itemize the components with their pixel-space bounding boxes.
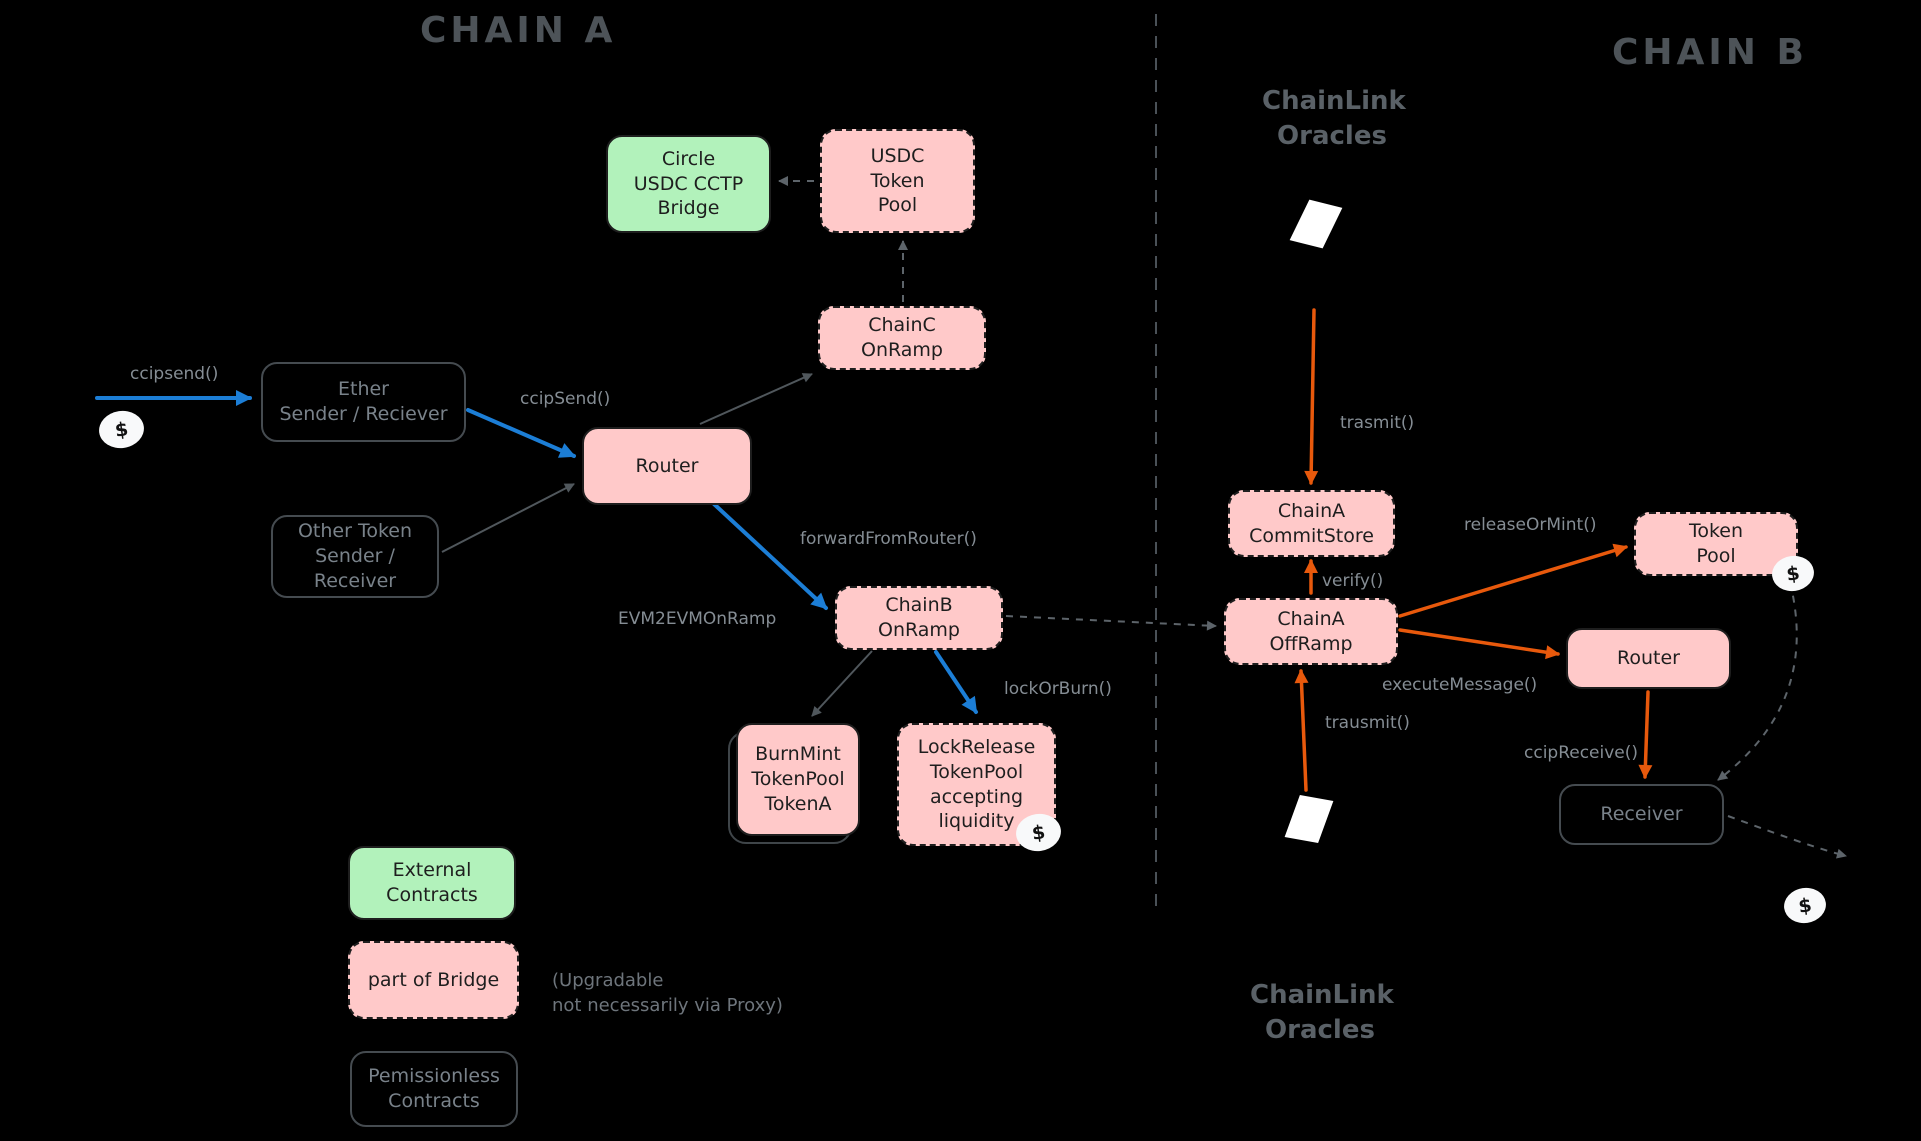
- node-label: Ether Sender / Reciever: [279, 378, 448, 425]
- legend-external-contracts: External Contracts: [348, 846, 516, 920]
- arrow-router-to-chainb-onramp: [712, 502, 828, 610]
- node-chaina-commitstore: ChainA CommitStore: [1228, 490, 1395, 557]
- label-ccipsend-user: ccipsend(): [130, 364, 219, 384]
- legend-part-of-bridge: part of Bridge: [348, 941, 519, 1019]
- arrow-offramp-to-router-b: [1398, 628, 1560, 660]
- label-ccipsend-router: ccipSend(): [520, 389, 611, 409]
- arrow-sender-to-router: [466, 408, 576, 458]
- label-evm2evm-onramp: EVM2EVMOnRamp: [618, 609, 777, 629]
- node-circle-usdc-cctp-bridge: Circle USDC CCTP Bridge: [606, 135, 771, 233]
- node-label: Router: [635, 454, 699, 477]
- node-label: ChainB OnRamp: [878, 594, 960, 641]
- arrow-receiver-to-coin: [1727, 815, 1847, 859]
- oracle-node-icon-bottom: [1284, 795, 1334, 843]
- node-router-a: Router: [582, 427, 752, 505]
- arrow-oracle-to-commitstore: [1304, 308, 1319, 485]
- arrow-token-pool-to-receiver: [1717, 581, 1798, 781]
- node-label: BurnMint TokenPool TokenA: [751, 743, 845, 815]
- node-label: ChainA OffRamp: [1269, 607, 1353, 655]
- node-label: USDC Token Pool: [870, 144, 925, 217]
- node-burnmint-tokenpool: BurnMint TokenPool TokenA: [736, 723, 860, 836]
- node-other-token-sender: Other Token Sender / Receiver: [271, 515, 439, 598]
- arrow-router-to-chainc-onramp: [699, 373, 813, 425]
- label-release-or-mint: releaseOrMint(): [1464, 515, 1597, 535]
- node-label: ChainA CommitStore: [1249, 499, 1374, 547]
- node-usdc-token-pool: USDC Token Pool: [820, 129, 975, 233]
- node-label: Receiver: [1600, 803, 1683, 826]
- node-label: Other Token Sender / Receiver: [297, 520, 413, 592]
- arrow-chainb-onramp-to-chaina-offramp: [1005, 615, 1217, 631]
- legend-label: External Contracts: [386, 859, 478, 906]
- node-label: Router: [1617, 647, 1680, 670]
- chain-a-title: CHAIN A: [420, 10, 617, 51]
- arrow-other-sender-to-router: [441, 483, 575, 553]
- node-router-b: Router: [1566, 628, 1731, 689]
- node-label: ChainC OnRamp: [861, 314, 943, 361]
- chainlink-oracles-top-label: ChainLink Oracles: [1262, 86, 1406, 152]
- label-lock-or-burn: lockOrBurn(): [1004, 679, 1112, 699]
- node-chainc-onramp: ChainC OnRamp: [818, 306, 986, 370]
- node-label: LockRelease TokenPool accepting liquidit…: [917, 736, 1036, 833]
- coin-user: $: [96, 408, 147, 451]
- label-forward-from-router: forwardFromRouter(): [800, 529, 977, 549]
- label-ccip-receive: ccipReceive(): [1524, 743, 1639, 763]
- label-execute-message: executeMessage(): [1382, 675, 1538, 695]
- oracle-node-icon-top: [1289, 199, 1343, 249]
- node-label: Circle USDC CCTP Bridge: [633, 147, 744, 220]
- legend-label: part of Bridge: [367, 968, 500, 991]
- legend-label: Pemissionless Contracts: [368, 1065, 500, 1112]
- node-chaina-offramp: ChainA OffRamp: [1224, 598, 1398, 665]
- arrow-chainb-onramp-to-lockrelease: [934, 650, 978, 714]
- chain-b-title: CHAIN B: [1612, 32, 1808, 73]
- upgradable-note: (Upgradable not necessarily via Proxy): [552, 970, 783, 1017]
- node-label: Token Pool: [1688, 520, 1744, 567]
- arrow-chainb-onramp-to-burnmint: [811, 650, 873, 717]
- node-ether-sender-receiver: Ether Sender / Reciever: [261, 362, 466, 442]
- node-receiver-b: Receiver: [1559, 784, 1724, 845]
- arrow-router-b-to-receiver: [1638, 690, 1653, 779]
- label-verify: verify(): [1322, 571, 1384, 591]
- arrow-offramp-to-token-pool: [1398, 543, 1628, 618]
- legend-permissionless-contracts: Pemissionless Contracts: [350, 1051, 518, 1127]
- label-transmit-bottom: trausmit(): [1325, 713, 1410, 733]
- node-chainb-onramp: ChainB OnRamp: [835, 586, 1003, 650]
- arrow-oracle-to-offramp: [1294, 669, 1309, 792]
- chainlink-oracles-bottom-label: ChainLink Oracles: [1250, 980, 1394, 1046]
- coin-receiver-out: $: [1781, 885, 1829, 926]
- label-transmit-top: trasmit(): [1340, 413, 1415, 433]
- node-token-pool-b: Token Pool: [1634, 512, 1798, 576]
